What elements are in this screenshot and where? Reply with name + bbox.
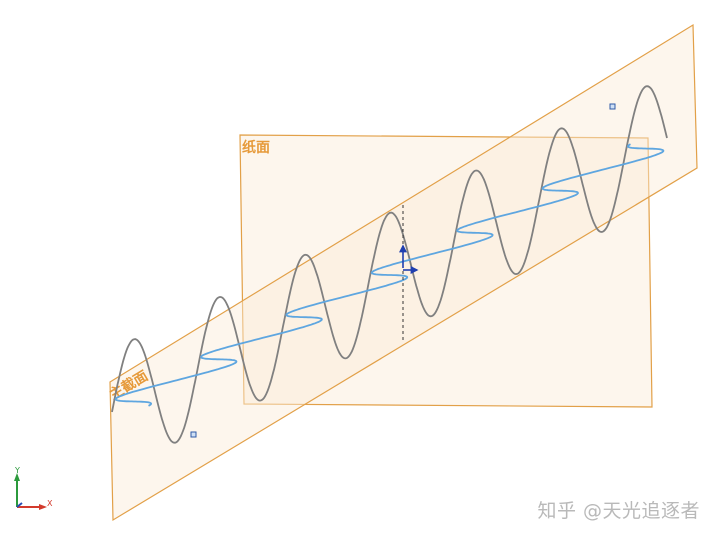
watermark: 知乎 @天光追逐者 (537, 500, 700, 522)
axis-triad-icon (14, 473, 47, 510)
paper-wave (114, 143, 665, 407)
principal-wave (111, 85, 668, 444)
axis-y-label: Y (14, 466, 20, 475)
end-marker-icon[interactable] (609, 103, 616, 110)
paper-plane-label: 纸面 (242, 139, 270, 156)
axis-x-label: X (47, 499, 53, 508)
start-marker-icon[interactable] (190, 431, 197, 438)
